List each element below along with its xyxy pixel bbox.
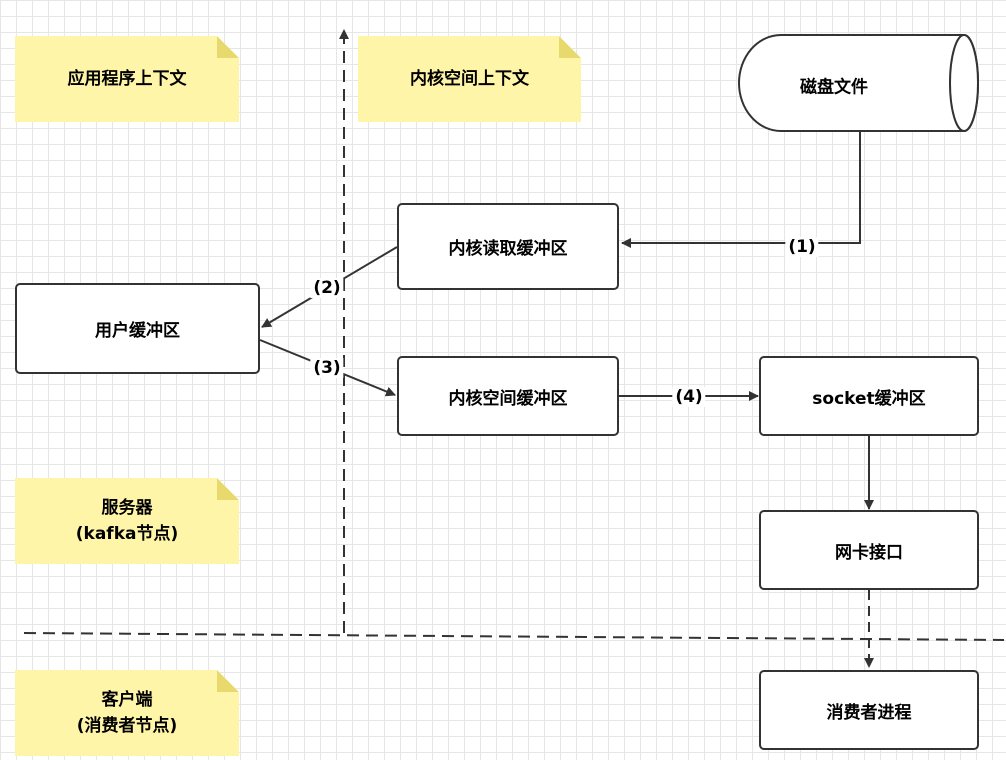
edge-label-step1: (1)	[785, 237, 819, 257]
nic-interface-label: 网卡接口	[835, 542, 903, 563]
note-server-line1: 服务器	[101, 498, 153, 518]
edge-label-step2: (2)	[310, 278, 344, 298]
server-client-divider	[23, 632, 1005, 641]
note-client-line2: (消费者节点)	[76, 716, 178, 736]
socket-buffer-label: socket缓冲区	[812, 388, 926, 409]
note-app-context: 应用程序上下文	[15, 36, 239, 122]
note-server-line2: (kafka节点)	[75, 524, 179, 544]
kernel-space-buffer-box: 内核空间缓冲区	[397, 356, 619, 436]
note-server-text: 服务器 (kafka节点)	[76, 495, 179, 547]
note-kernel-context: 内核空间上下文	[358, 36, 581, 122]
kernel-space-buffer-label: 内核空间缓冲区	[448, 388, 568, 409]
note-server: 服务器 (kafka节点)	[15, 478, 239, 564]
nic-interface-box: 网卡接口	[759, 510, 979, 590]
user-buffer-label: 用户缓冲区	[95, 321, 180, 341]
note-client-line1: 客户端	[101, 690, 153, 710]
note-client-text: 客户端 (消费者节点)	[77, 687, 178, 739]
socket-buffer-box: socket缓冲区	[759, 356, 979, 436]
disk-file-cylinder	[738, 34, 979, 132]
kernel-read-buffer-box: 内核读取缓冲区	[397, 203, 619, 290]
user-buffer-box: 用户缓冲区	[15, 283, 260, 374]
disk-file-label: 磁盘文件	[800, 77, 868, 98]
note-kernel-context-text: 内核空间上下文	[410, 69, 529, 89]
edge-label-step3: (3)	[310, 358, 344, 378]
note-app-context-text: 应用程序上下文	[67, 69, 187, 89]
edge-label-step4: (4)	[672, 387, 706, 407]
note-client: 客户端 (消费者节点)	[15, 670, 239, 756]
consumer-process-box: 消费者进程	[759, 670, 979, 750]
kernel-read-buffer-label: 内核读取缓冲区	[448, 239, 568, 259]
consumer-process-label: 消费者进程	[826, 702, 912, 723]
edge-disk-to-kernel-read	[621, 131, 861, 248]
